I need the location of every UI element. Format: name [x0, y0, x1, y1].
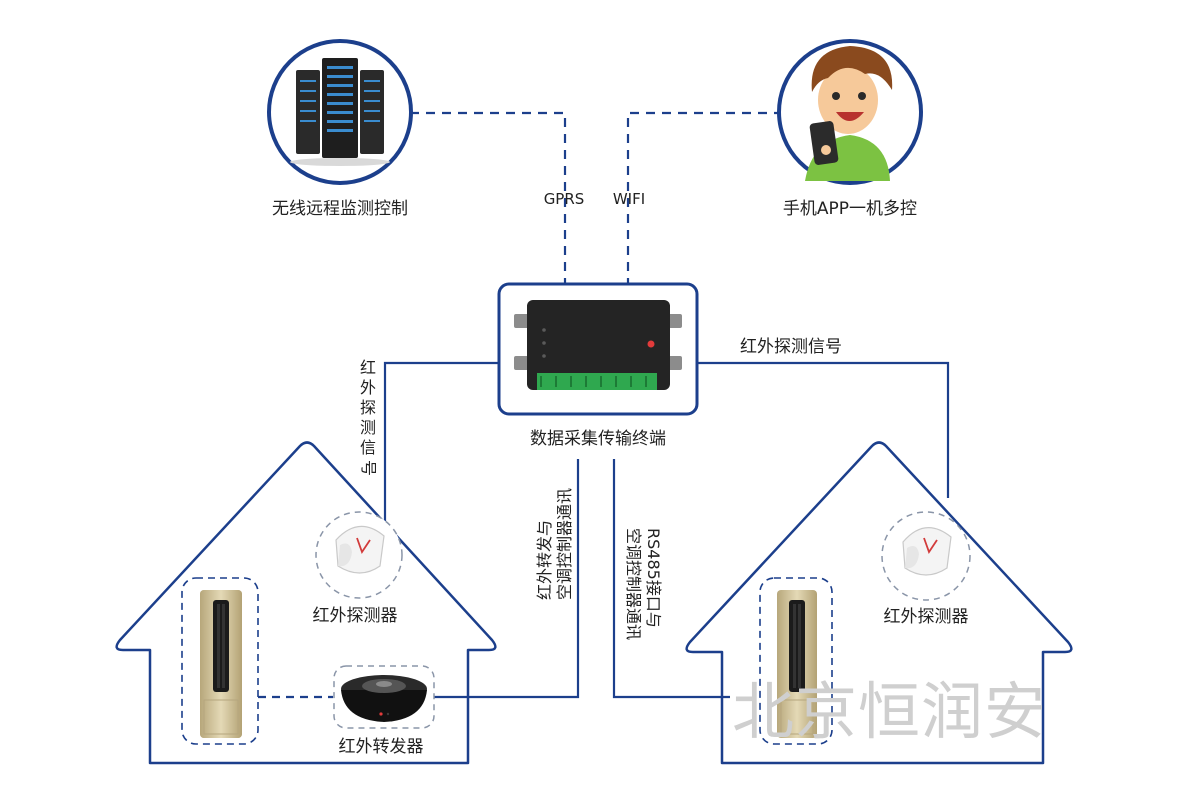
server-rack-icon [290, 58, 390, 166]
ir-signal-left-char-2: 探 [360, 398, 376, 417]
rs485-link [612, 459, 730, 699]
comm-left-label: 红外转发与 空调控制器通讯 [535, 488, 574, 600]
person-with-phone-icon [805, 46, 893, 181]
comm-left-line2: 空调控制器通讯 [555, 488, 574, 600]
wifi-label: WIFI [613, 190, 645, 208]
ir-transmitter-icon [341, 675, 427, 722]
mobile-app-label: 手机APP一机多控 [783, 199, 917, 219]
server-node [267, 39, 413, 185]
wifi-link [626, 111, 783, 290]
ir-signal-left-link [383, 361, 498, 521]
house-right [685, 441, 1073, 765]
watermark: 北京恒润安 [732, 675, 1047, 748]
transmitter-link [434, 459, 580, 699]
ir-detector-right-label: 红外探测器 [884, 607, 969, 627]
ir-signal-right-label: 红外探测信号 [740, 337, 842, 357]
ir-detector-icon [902, 527, 952, 576]
data-terminal-icon [514, 300, 682, 390]
ir-detector-right [881, 511, 971, 601]
ir-signal-left-char-3: 测 [360, 418, 376, 437]
ir-signal-left-char-4: 信 [360, 438, 376, 457]
ir-transmitter-node [333, 665, 435, 729]
comm-left-line1: 红外转发与 [535, 520, 554, 600]
terminal-label: 数据采集传输终端 [530, 429, 666, 449]
ir-detector-icon [335, 525, 385, 574]
air-conditioner-icon [200, 590, 242, 738]
gprs-link [410, 111, 567, 290]
ir-detector-left-label: 红外探测器 [313, 606, 398, 626]
comm-right-line1: RS485接口与 [644, 528, 663, 628]
remote-monitor-label: 无线远程监测控制 [272, 199, 408, 219]
gprs-label: GPRS [544, 190, 585, 208]
ir-signal-left-char-5: 号 [359, 460, 378, 476]
ir-detector-left [315, 511, 403, 599]
ir-signal-left-char-1: 外 [360, 378, 376, 397]
connection-lines [258, 111, 950, 699]
comm-right-line2: 空调控制器通讯 [624, 528, 643, 640]
ir-signal-left-label: 红 外 探 测 信 号 [359, 358, 378, 476]
ac-unit-left [181, 577, 259, 745]
terminal-node [497, 282, 699, 416]
comm-right-label: RS485接口与 空调控制器通讯 [624, 528, 663, 640]
air-conditioner-icon [777, 590, 817, 738]
ir-transmitter-label: 红外转发器 [339, 737, 424, 757]
ir-signal-right-link [697, 361, 950, 498]
mobile-node [777, 39, 923, 185]
ir-signal-left-char-0: 红 [360, 358, 376, 377]
house-left [115, 441, 497, 765]
ac-unit-right [759, 577, 833, 745]
